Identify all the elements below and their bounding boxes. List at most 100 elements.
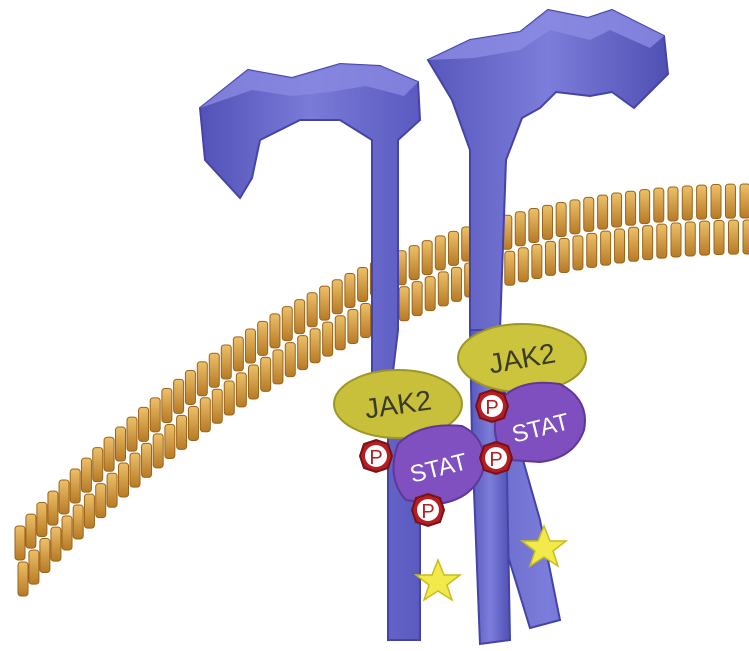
lipid-inner: [532, 244, 542, 278]
lipid-outer: [740, 184, 749, 218]
lipid-inner: [323, 322, 333, 356]
lipid-outer: [209, 353, 219, 387]
binding-star-left: [416, 560, 460, 600]
lipid-outer: [448, 231, 458, 265]
lipid-outer: [307, 293, 317, 327]
lipid-outer: [345, 274, 355, 308]
lipid-inner: [224, 381, 234, 415]
lipid-outer: [270, 314, 280, 348]
lipid-inner: [29, 550, 39, 584]
lipid-outer: [185, 370, 195, 404]
lipid-outer: [682, 186, 692, 220]
lipid-outer: [48, 491, 58, 525]
lipid-outer: [640, 190, 650, 224]
lipid-outer: [245, 329, 255, 363]
lipid-outer: [668, 187, 678, 221]
lipid-inner: [107, 473, 117, 507]
lipid-outer: [104, 437, 114, 471]
lipid-inner: [212, 389, 222, 423]
lipid-inner: [361, 304, 371, 338]
lipid-inner: [96, 484, 106, 518]
lipid-inner: [348, 310, 358, 344]
lipid-outer: [725, 184, 735, 218]
lipid-outer: [584, 197, 594, 231]
lipid-inner: [130, 453, 140, 487]
lipid-inner: [310, 329, 320, 363]
lipid-inner: [643, 226, 653, 260]
phospho-group-2: P: [476, 390, 508, 422]
lipid-inner: [573, 236, 583, 270]
lipid-inner: [700, 221, 710, 255]
lipid-outer: [435, 236, 445, 270]
lipid-inner: [518, 248, 528, 282]
lipid-inner: [425, 277, 435, 311]
lipid-inner: [18, 562, 28, 596]
lipid-inner: [62, 516, 72, 550]
lipid-inner: [399, 287, 409, 321]
lipid-inner: [629, 227, 639, 261]
lipid-inner: [40, 539, 50, 573]
lipid-inner: [261, 357, 271, 391]
lipid-inner: [657, 224, 667, 258]
lipid-inner: [73, 505, 83, 539]
lipid-outer: [654, 188, 664, 222]
lipid-inner: [153, 434, 163, 468]
phospho-label-2: P: [485, 397, 498, 419]
lipid-inner: [177, 415, 187, 449]
lipid-outer: [59, 480, 69, 514]
lipid-inner: [587, 233, 597, 267]
lipid-inner: [505, 251, 515, 285]
lipid-inner: [728, 220, 738, 254]
lipid-inner: [335, 316, 345, 350]
phospho-group-4: P: [412, 494, 444, 526]
lipid-outer: [127, 417, 137, 451]
phospho-label-3: P: [489, 449, 502, 471]
lipid-outer: [697, 185, 707, 219]
lipid-outer: [197, 362, 207, 396]
lipid-inner: [671, 223, 681, 257]
lipid-outer: [570, 200, 580, 234]
phospho-group-1: P: [360, 440, 392, 472]
lipid-inner: [559, 238, 569, 272]
lipid-inner: [165, 424, 175, 458]
lipid-inner: [273, 350, 283, 384]
lipid-outer: [542, 205, 552, 239]
lipid-inner: [188, 406, 198, 440]
lipid-inner: [51, 527, 61, 561]
lipid-inner: [119, 463, 129, 497]
lipid-inner: [412, 282, 422, 316]
lipid-inner: [615, 229, 625, 263]
lipid-outer: [116, 427, 126, 461]
phospho-label-4: P: [421, 501, 434, 523]
lipid-inner: [142, 443, 152, 477]
lipid-outer: [70, 469, 80, 503]
lipid-outer: [139, 407, 149, 441]
lipid-outer: [174, 379, 184, 413]
lipid-inner: [236, 373, 246, 407]
lipid-outer: [358, 268, 368, 302]
phospho-group-3: P: [480, 442, 512, 474]
lipid-outer: [612, 193, 622, 227]
lipid-outer: [221, 345, 231, 379]
lipid-outer: [422, 241, 432, 275]
lipid-outer: [37, 503, 47, 537]
lipid-inner: [743, 220, 749, 254]
lipid-outer: [332, 280, 342, 314]
lipid-outer: [711, 185, 721, 219]
lipid-outer: [295, 300, 305, 334]
lipid-outer: [515, 212, 525, 246]
lipid-inner: [248, 365, 258, 399]
phospho-label-1: P: [369, 447, 382, 469]
lipid-outer: [162, 388, 172, 422]
lipid-inner: [545, 241, 555, 275]
lipid-outer: [556, 202, 566, 236]
lipid-outer: [26, 514, 36, 548]
lipid-inner: [84, 494, 94, 528]
lipid-inner: [685, 222, 695, 256]
lipid-inner: [285, 343, 295, 377]
lipid-outer: [15, 526, 25, 560]
lipid-inner: [298, 336, 308, 370]
lipid-outer: [320, 286, 330, 320]
lipid-outer: [258, 321, 268, 355]
